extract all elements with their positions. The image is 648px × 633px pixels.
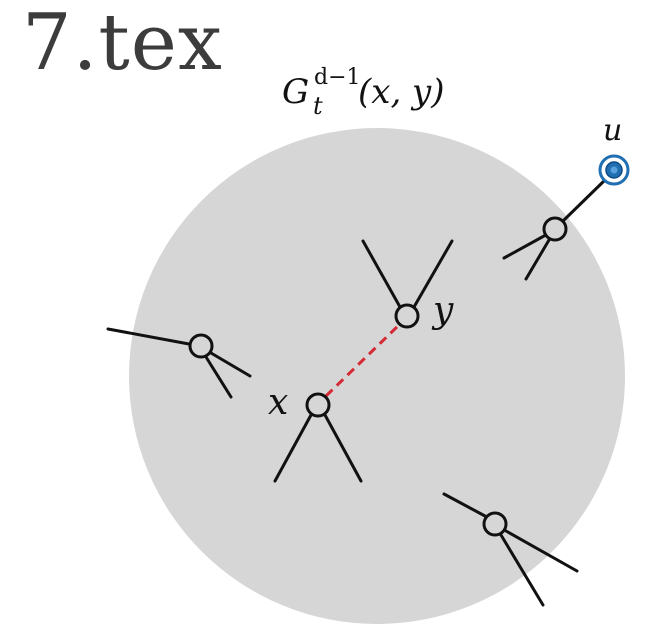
edge-left-node-out-1: [209, 351, 252, 378]
edge-tr-node-out-2: [524, 238, 551, 281]
region-label: G t d−1 (x, y): [282, 53, 445, 123]
node-x: [305, 392, 331, 418]
edge-tr-node-to-u: [562, 178, 607, 222]
node-left: [188, 333, 214, 359]
node-bottom-right: [482, 511, 508, 537]
node-top-right: [542, 216, 568, 242]
page-title: 7.tex: [22, 0, 223, 88]
edge-x-left: [273, 413, 313, 483]
edge-br-node-out-2: [499, 533, 545, 607]
node-x-label: x: [268, 382, 288, 423]
edge-br-node-out-1: [504, 529, 579, 573]
edge-br-node-in: [442, 492, 487, 518]
node-y: [394, 303, 420, 329]
edge-y-right: [412, 239, 454, 309]
edge-y-left: [361, 239, 402, 309]
edge-left-node-out-2: [204, 355, 233, 399]
edge-x-right: [323, 413, 363, 483]
region-label-subscript: t: [313, 92, 323, 120]
region-disk: [129, 128, 625, 624]
dashed-edge-x-y: [324, 322, 402, 398]
node-u-label: u: [603, 113, 622, 148]
region-label-base: G: [282, 72, 309, 112]
edge-left-node-in: [106, 327, 191, 346]
node-y-label: y: [431, 290, 454, 331]
region-label-superscript: d−1: [314, 65, 361, 90]
node-u: [598, 154, 630, 186]
region-label-args: (x, y): [358, 72, 445, 112]
edge-tr-node-out-1: [502, 234, 546, 260]
